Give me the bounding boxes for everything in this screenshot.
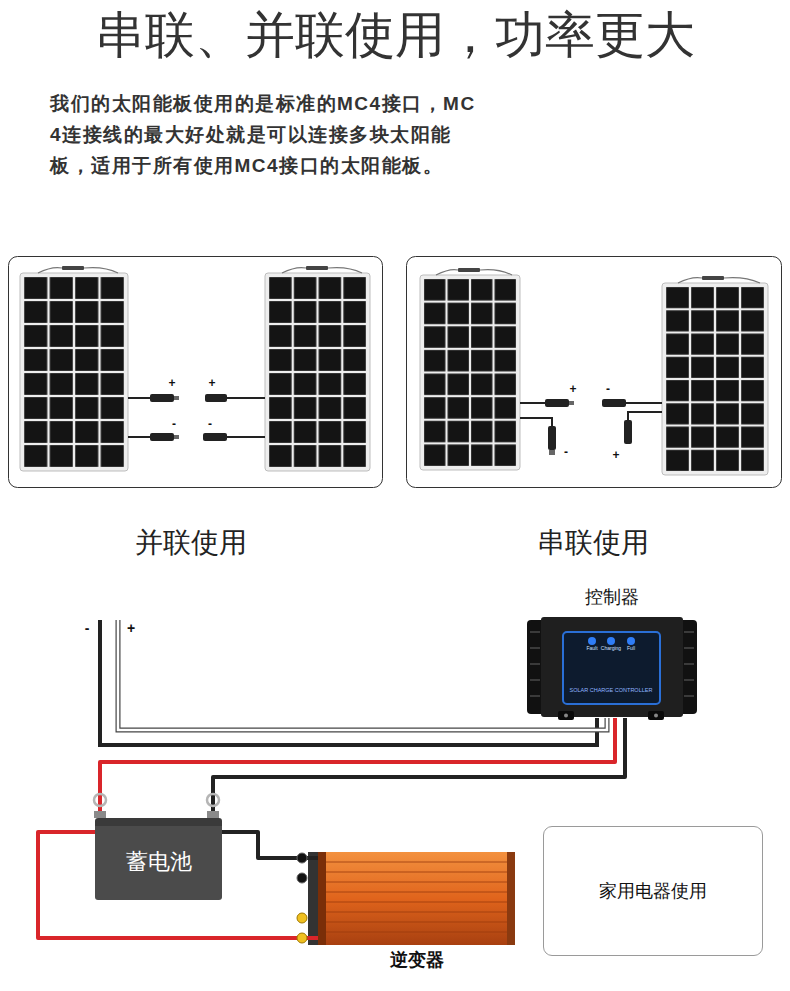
- polarity-mark: -: [606, 383, 610, 397]
- panel-frame: [9, 257, 782, 488]
- mc4-connector: [624, 420, 632, 444]
- solar-panel: [268, 276, 367, 468]
- charge-controller: [541, 617, 683, 717]
- ring-lug: [94, 794, 106, 806]
- battery-post: [94, 811, 219, 818]
- polarity-mark: -: [564, 446, 568, 460]
- inverter-body: [326, 862, 507, 932]
- battery-box: 蓄电池: [95, 818, 222, 900]
- appliance-box: 家用电器使用: [543, 826, 763, 956]
- caption-label: 并联使用: [135, 527, 247, 559]
- wire: [213, 718, 625, 818]
- polarity-mark: -: [208, 418, 212, 432]
- battery-post: [94, 811, 106, 818]
- panel-frame: [9, 257, 383, 488]
- mc4-connector: [150, 394, 174, 402]
- charge-controller: [654, 714, 658, 718]
- inverter-body: [308, 852, 515, 945]
- charge-controller: [558, 711, 574, 720]
- inverter-body: [318, 852, 326, 945]
- mc4-connector: [548, 426, 556, 450]
- led-label: Full: [627, 646, 635, 652]
- inverter-body: [308, 852, 318, 945]
- charge-controller: [564, 714, 568, 718]
- inverter-body: [507, 852, 515, 945]
- component-label: 蓄电池: [126, 850, 192, 875]
- inverter-terminal: [297, 873, 307, 883]
- junction-box: [702, 276, 724, 280]
- solar-panel: [20, 273, 768, 475]
- inverter-terminal: [297, 853, 307, 863]
- mc4-connector: [545, 399, 569, 407]
- charge-controller: [527, 617, 697, 720]
- polarity-mark: -: [85, 620, 90, 636]
- charge-controller: [607, 637, 615, 645]
- charge-controller: [648, 711, 664, 720]
- mc4-connector: [602, 399, 626, 407]
- led-label: Charging: [601, 646, 621, 652]
- inverter-terminal: [297, 913, 307, 923]
- charge-controller: [563, 632, 660, 704]
- solar-panel: [665, 286, 765, 472]
- panel-frame: [407, 257, 782, 488]
- polarity-mark: -: [172, 418, 176, 432]
- junction-cable: [38, 268, 760, 283]
- ring-lug: [207, 794, 219, 806]
- mc4-cable: [128, 398, 662, 437]
- battery-post: [207, 811, 219, 818]
- mc4-cable: [520, 412, 662, 426]
- led-label: Fault: [586, 646, 597, 652]
- polarity-mark: +: [208, 377, 215, 391]
- junction-box: [62, 266, 724, 280]
- mc4-cable: [520, 402, 662, 404]
- component-label: 家用电器使用: [599, 881, 707, 902]
- solar-panel: [265, 273, 370, 471]
- mc4-cable: [128, 398, 265, 437]
- solar-panel: [20, 273, 128, 471]
- ring-lug: [94, 794, 219, 806]
- charge-controller: [627, 637, 635, 645]
- solar-input-wire: [100, 620, 597, 745]
- solar-panel: [420, 275, 520, 470]
- solar-panel: [662, 283, 768, 475]
- component-label: 逆变器: [390, 950, 444, 971]
- wire: [100, 718, 615, 818]
- junction-box: [458, 268, 480, 272]
- description-text: 我们的太阳能板使用的是标准的MC4接口，MC4连接线的最大好处就是可以连接多块太…: [50, 88, 478, 181]
- mc4-connector: [549, 450, 555, 455]
- inverter: 逆变器: [318, 852, 515, 945]
- mc4-connector: [205, 394, 227, 402]
- caption-label: 串联使用: [537, 527, 649, 559]
- solar-panel: [423, 278, 517, 467]
- mc4-connector: [174, 435, 179, 439]
- page-title: 串联、并联使用，功率更大: [0, 4, 790, 66]
- polarity-mark: +: [569, 383, 576, 397]
- polarity-mark: +: [612, 449, 619, 463]
- mc4-connector: [150, 394, 632, 455]
- charge-controller: [588, 637, 596, 645]
- junction-box: [62, 266, 84, 270]
- solar-panel: [23, 276, 125, 468]
- mc4-connector: [203, 433, 227, 441]
- inverter-terminal: [297, 933, 307, 943]
- junction-box: [306, 266, 328, 270]
- inverter-terminal: [297, 853, 307, 943]
- panel-label: SOLAR CHARGE CONTROLLER: [570, 687, 653, 693]
- polarity-mark: +: [127, 620, 135, 636]
- polarity-mark: +: [168, 377, 175, 391]
- charge-controller: 控制器FaultChargingFullSOLAR CHARGE CONTROL…: [527, 617, 697, 718]
- inverter-body: [318, 852, 515, 945]
- mc4-connector: [174, 396, 179, 400]
- mc4-connector: [569, 401, 574, 405]
- component-label: 控制器: [585, 587, 639, 608]
- mc4-connector: [150, 433, 174, 441]
